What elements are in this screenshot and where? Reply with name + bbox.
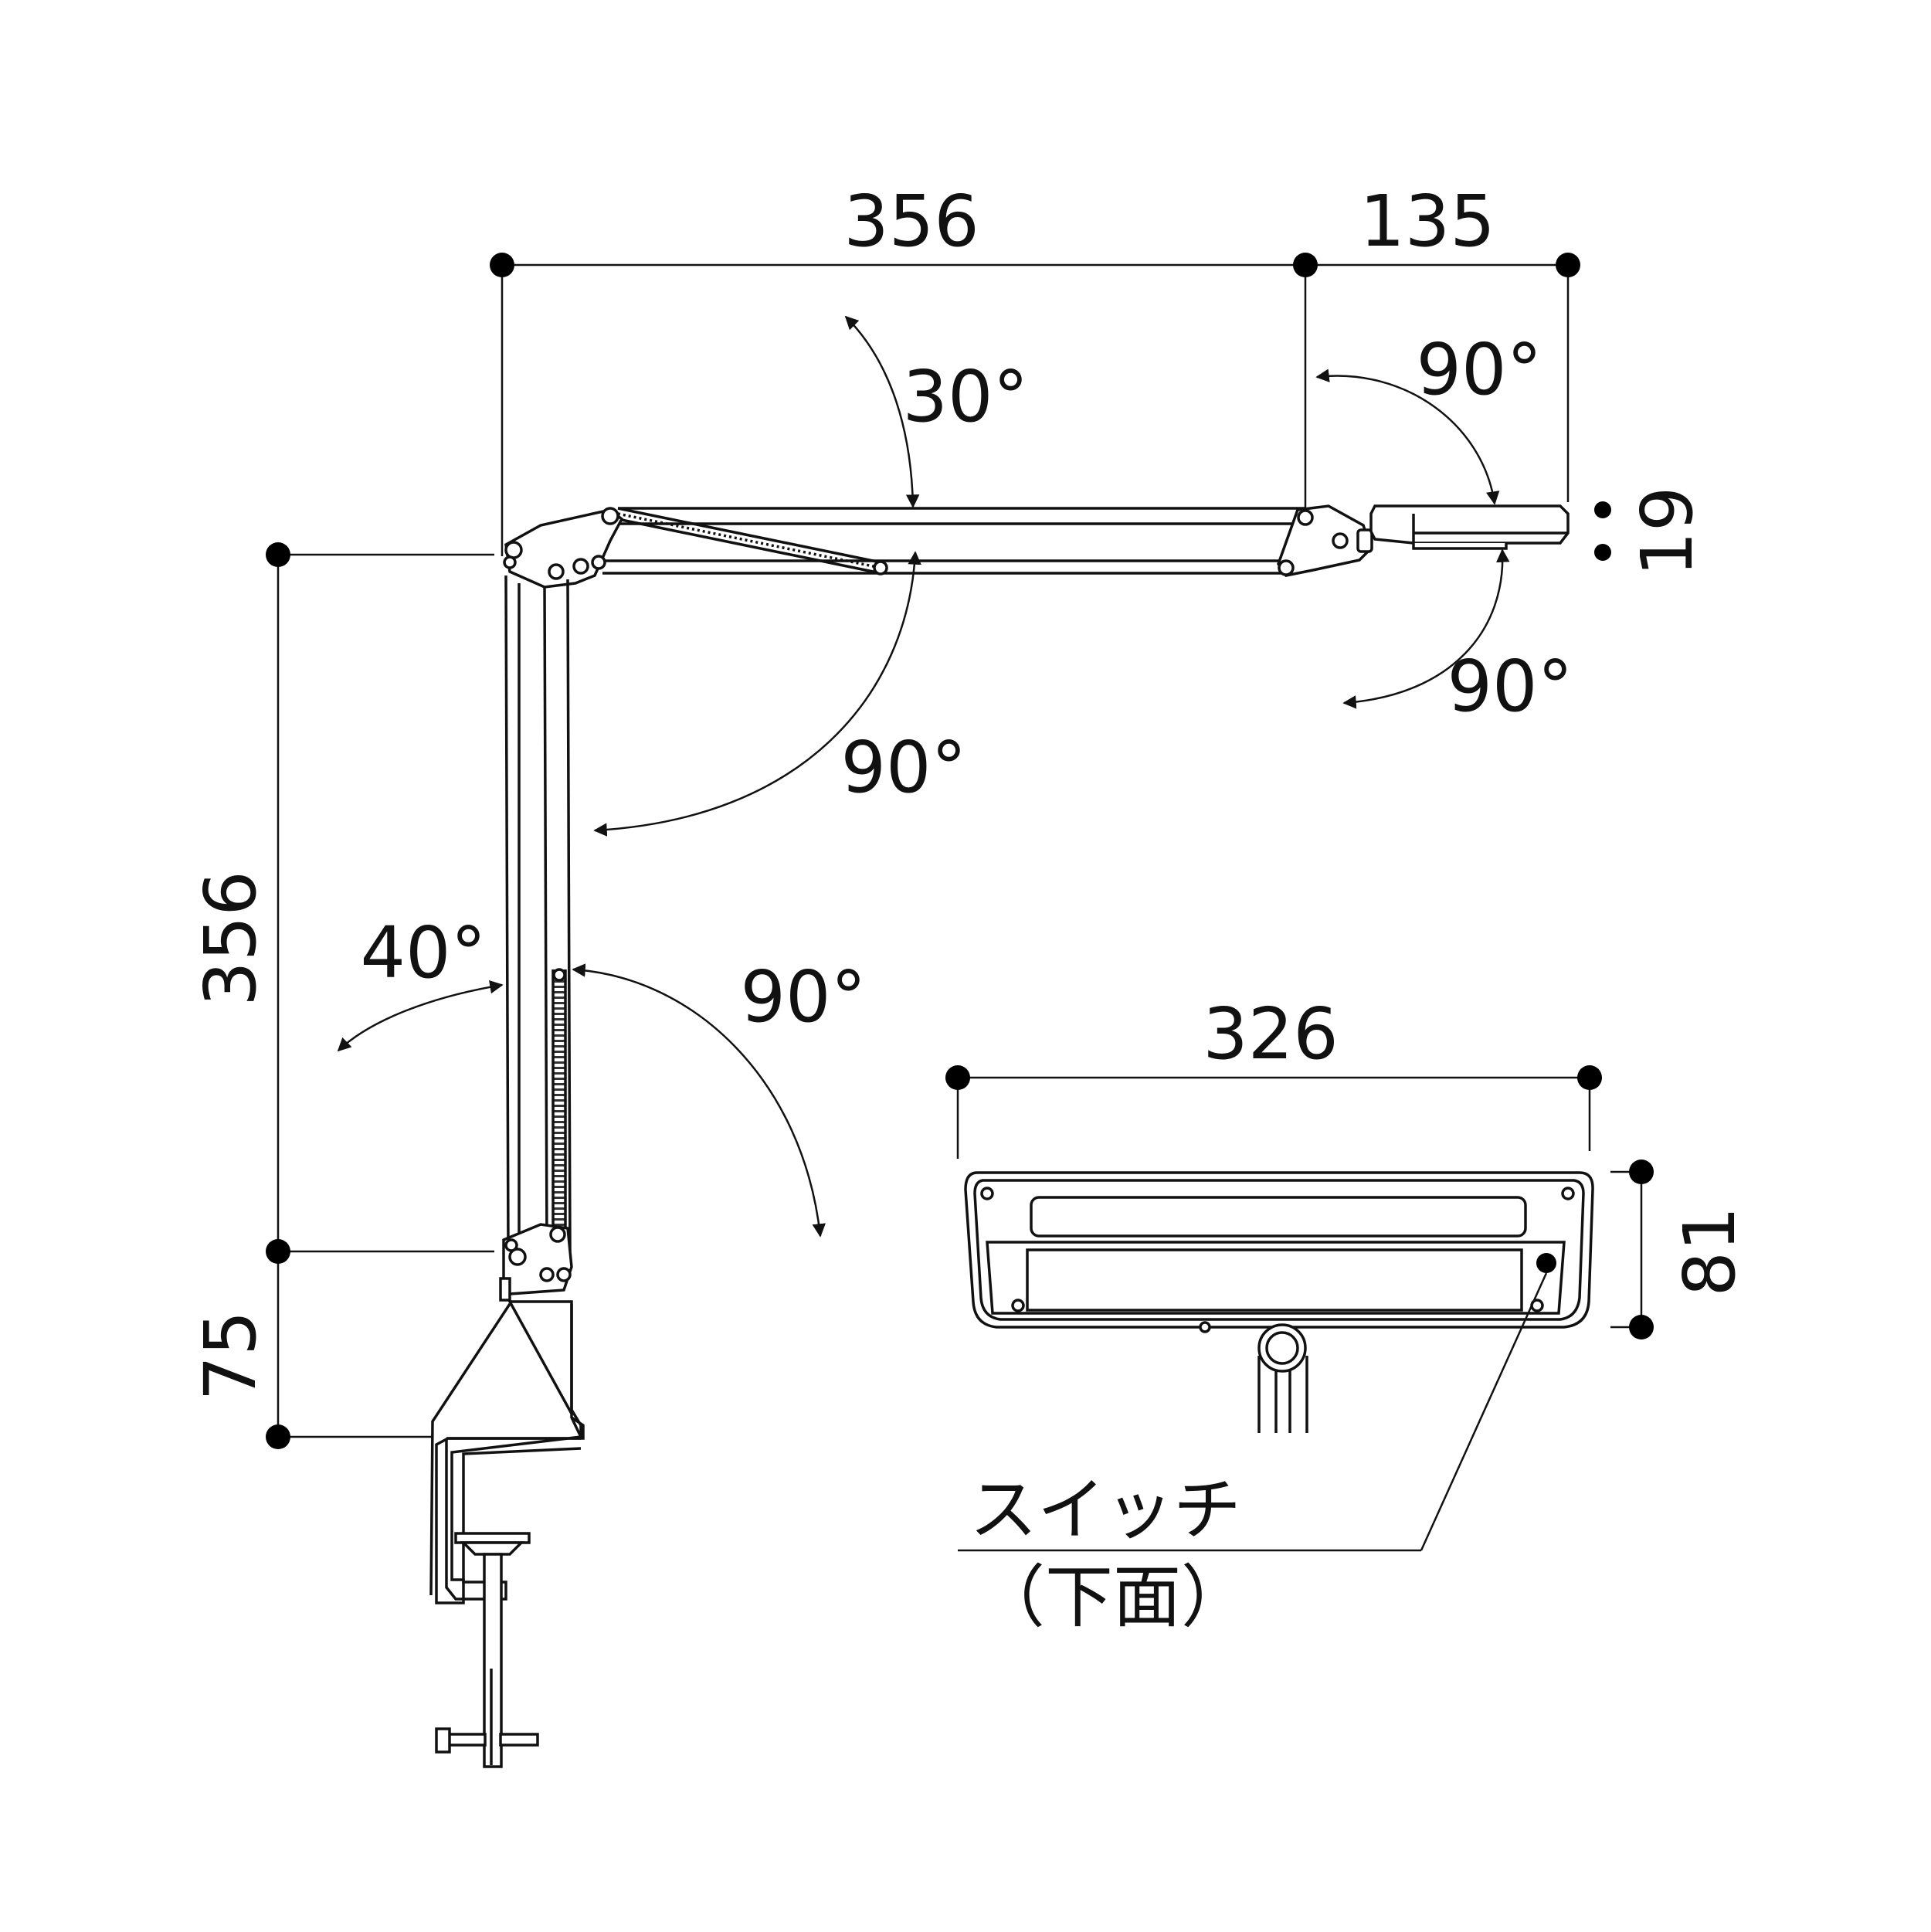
lower-arm (504, 575, 572, 1252)
upper-arm (599, 507, 1305, 576)
switch-location-label: （下面） (977, 1557, 1249, 1637)
switch-leader-line (958, 1272, 1548, 1552)
angle-upper-arm-up: 30° (902, 355, 1028, 438)
dim-dot (1629, 1315, 1654, 1339)
dim-dot (266, 542, 290, 567)
dim-dot (1556, 253, 1580, 277)
left-dimension-lines (266, 542, 494, 1449)
dim-dot (266, 1424, 290, 1449)
dim-head-depth: 81 (1668, 1206, 1751, 1296)
head-bottom-dimension-lines (945, 1065, 1654, 1339)
angle-lower-arm-back: 40° (360, 912, 486, 994)
dim-dot (1594, 544, 1611, 561)
angle-head-up: 90° (1416, 328, 1542, 411)
upper-arm-spring (617, 507, 881, 575)
angle-head-down: 90° (1447, 645, 1573, 728)
switch-button (1536, 1253, 1556, 1273)
dim-dot (490, 253, 514, 277)
angle-arrows (337, 315, 1510, 1238)
dim-lower-arm-length: 356 (189, 871, 272, 1007)
angle-upper-arm-down: 90° (840, 726, 966, 809)
dim-dot (1594, 501, 1611, 518)
angle-lower-arm-forward: 90° (740, 956, 866, 1038)
top-dimension-lines (490, 253, 1580, 556)
dim-dot (1629, 1160, 1654, 1184)
head-joint (1277, 504, 1373, 577)
shoulder-joint (499, 1223, 573, 1302)
dim-dot (945, 1065, 970, 1090)
head-thickness-dimension (1594, 501, 1611, 561)
elbow-joint (503, 507, 624, 589)
lamp-head-side (1369, 504, 1570, 550)
dim-dot (1577, 1065, 1602, 1090)
clamp-base (429, 1300, 585, 1768)
lower-arm-spring (551, 969, 567, 1232)
dim-dot (1293, 253, 1318, 277)
lamp-head-bottom-view (964, 1171, 1594, 1433)
dim-head-offset: 135 (1359, 180, 1495, 263)
dim-head-thickness: 19 (1626, 486, 1709, 576)
dim-head-width: 326 (1203, 993, 1339, 1075)
switch-label: スイッチ (969, 1470, 1241, 1550)
dim-upper-arm-length: 356 (843, 180, 979, 263)
dim-dot (266, 1239, 290, 1264)
dim-base-height: 75 (189, 1310, 272, 1401)
